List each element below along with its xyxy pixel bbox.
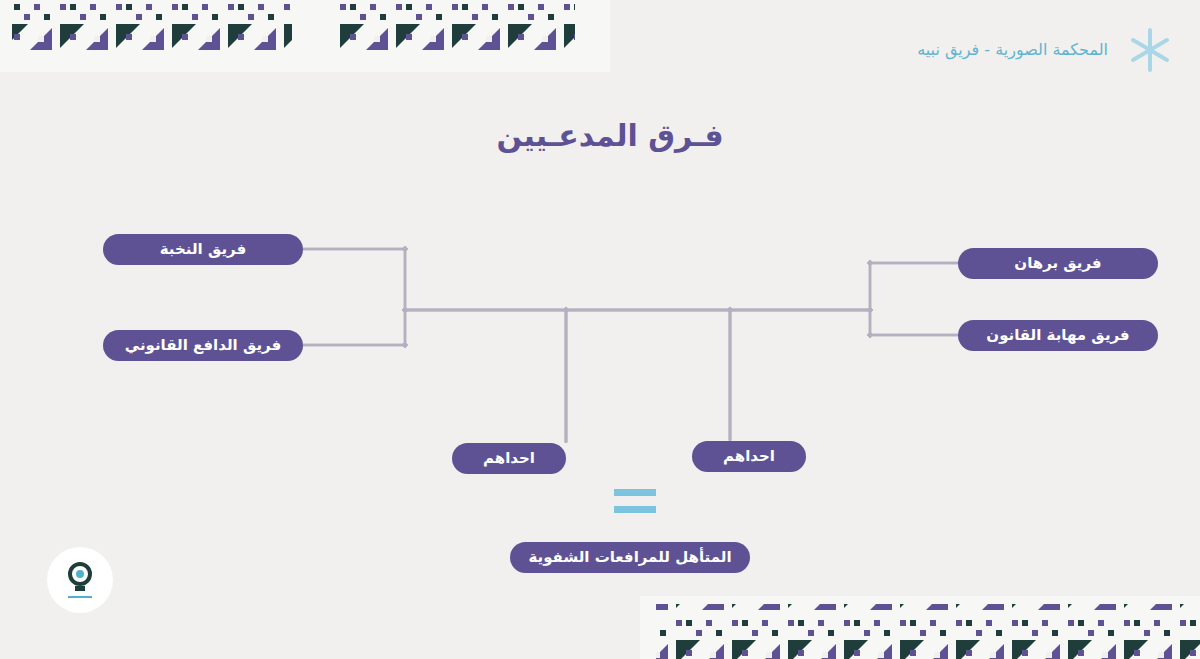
team-name: فريق الدافع القانوني xyxy=(125,338,281,353)
slide-title: فـرق المدعـيين xyxy=(300,118,920,153)
bracket-connector xyxy=(730,263,958,441)
team-name: المتأهل للمرافعات الشفوية xyxy=(528,550,731,565)
header-label: المحكمة الصورية - فريق نبيه xyxy=(917,40,1108,59)
logo xyxy=(47,547,113,613)
asterisk-icon xyxy=(1133,30,1167,70)
team-name: فريق مهابة القانون xyxy=(986,328,1129,343)
team-pill: فريق مهابة القانون xyxy=(958,320,1158,351)
tatreez-band xyxy=(656,604,1200,659)
tatreez-band xyxy=(12,2,292,58)
team-name: احداهم xyxy=(483,451,535,466)
team-pill: احداهم xyxy=(452,443,566,474)
team-pill: فريق الدافع القانوني xyxy=(103,330,303,361)
bracket-connector xyxy=(303,310,566,443)
bracket-connector xyxy=(730,310,958,441)
equals-sign xyxy=(614,489,656,513)
team-pill: فريق النخبة xyxy=(103,234,303,265)
bracket-connector xyxy=(303,310,730,441)
bracket-connector xyxy=(303,249,566,443)
team-pill: احداهم xyxy=(692,441,806,472)
team-name: فريق النخبة xyxy=(160,242,246,257)
bracket-connector xyxy=(566,310,958,443)
team-name: فريق برهان xyxy=(1014,256,1101,271)
tatreez-band xyxy=(335,2,575,58)
team-name: احداهم xyxy=(723,449,775,464)
bracket-connector xyxy=(566,263,958,443)
team-pill: المتأهل للمرافعات الشفوية xyxy=(510,542,750,573)
team-pill: فريق برهان xyxy=(958,248,1158,279)
